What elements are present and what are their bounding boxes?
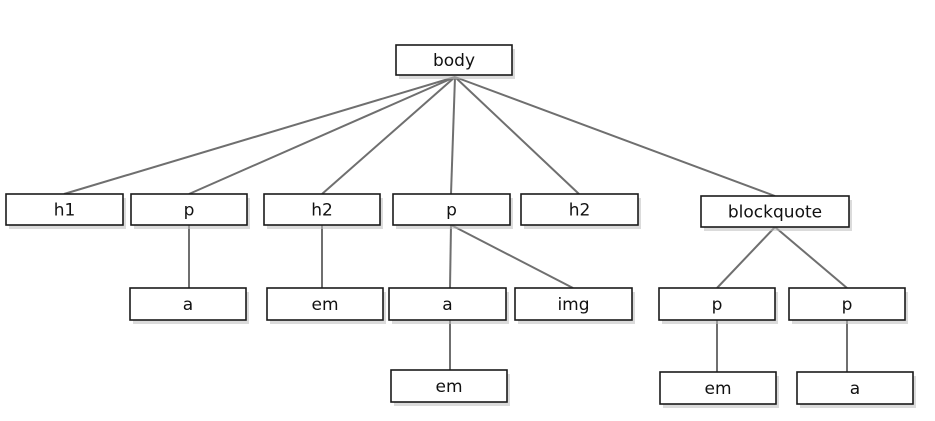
- tree-node-blockquote: blockquote: [700, 195, 852, 231]
- edge-body-to-p1: [188, 76, 456, 195]
- node-label-a3: a: [850, 379, 860, 399]
- node-box: [796, 371, 914, 405]
- tree-node-em1: em: [266, 287, 386, 324]
- node-label-body: body: [433, 51, 475, 71]
- tree-node-h1: h1: [5, 193, 126, 229]
- tree-edges: [63, 76, 848, 372]
- edge-blockquote-to-p4: [774, 226, 848, 289]
- node-box: [700, 195, 850, 228]
- node-box: [658, 287, 776, 321]
- node-label-p2: p: [446, 201, 457, 221]
- node-label-em2: em: [435, 377, 462, 397]
- node-box: [5, 193, 124, 226]
- node-box: [388, 287, 507, 321]
- tree-node-p2: p: [392, 193, 513, 229]
- tree-node-h2a: h2: [263, 193, 383, 229]
- node-box: [392, 193, 511, 226]
- tree-node-em3: em: [659, 371, 779, 408]
- node-label-img: img: [557, 295, 589, 315]
- tree-node-a2: a: [388, 287, 509, 324]
- edge-body-to-h2a: [321, 76, 456, 195]
- node-box: [520, 193, 639, 226]
- edge-p2-to-img: [450, 224, 574, 289]
- node-label-em3: em: [704, 379, 731, 399]
- node-label-a2: a: [442, 295, 452, 315]
- node-box: [130, 193, 248, 226]
- tree-nodes: body h1 p h2 p h2 blockquote a em a img p p em em a: [5, 44, 916, 408]
- node-label-em1: em: [311, 295, 338, 315]
- node-label-h1: h1: [54, 201, 76, 221]
- node-label-a1: a: [183, 295, 193, 315]
- edge-blockquote-to-p3: [716, 226, 776, 289]
- node-box: [395, 44, 513, 76]
- tree-node-em2: em: [390, 369, 510, 406]
- tree-node-p4: p: [788, 287, 908, 324]
- tree-node-a3: a: [796, 371, 916, 408]
- node-box: [788, 287, 906, 321]
- edge-body-to-blockquote: [454, 76, 776, 197]
- edge-body-to-h2b: [454, 76, 580, 195]
- node-box: [266, 287, 384, 321]
- tree-node-body: body: [395, 44, 515, 79]
- node-box: [390, 369, 508, 403]
- edge-body-to-p2: [450, 76, 456, 195]
- node-box: [129, 287, 247, 321]
- node-label-h2b: h2: [569, 201, 591, 221]
- node-box: [659, 371, 777, 405]
- node-box: [263, 193, 381, 226]
- node-label-blockquote: blockquote: [728, 203, 822, 223]
- node-label-p4: p: [842, 295, 853, 315]
- tree-node-img: img: [514, 287, 635, 324]
- tree-node-p3: p: [658, 287, 778, 324]
- tree-node-p1: p: [130, 193, 250, 229]
- edge-body-to-h1: [63, 76, 456, 195]
- node-box: [514, 287, 633, 321]
- node-label-p3: p: [712, 295, 723, 315]
- node-label-h2a: h2: [311, 201, 333, 221]
- node-label-p1: p: [184, 201, 195, 221]
- tree-node-h2b: h2: [520, 193, 641, 229]
- edge-p2-to-a2: [449, 224, 452, 289]
- tree-node-a1: a: [129, 287, 249, 324]
